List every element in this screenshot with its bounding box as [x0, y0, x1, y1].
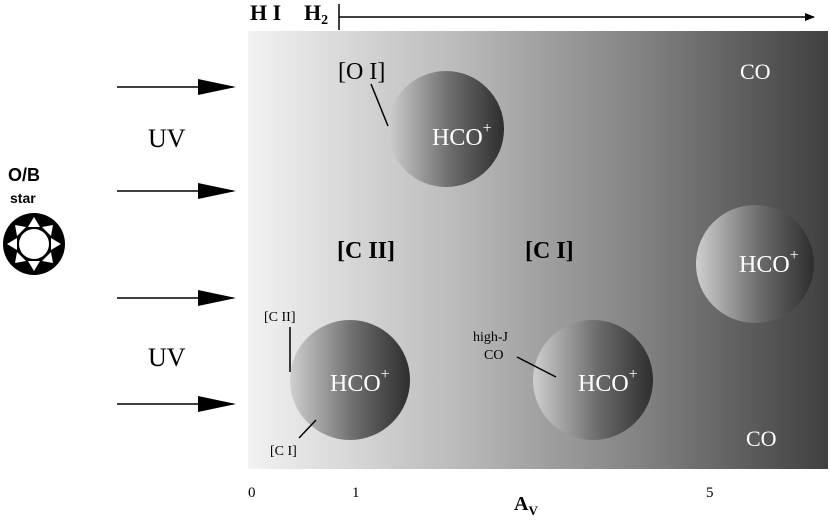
star-name: O/B [8, 165, 40, 185]
uv-arrowhead [198, 396, 236, 412]
hco-plus: + [629, 366, 638, 383]
hco-clump-2: HCO+ [696, 205, 814, 323]
hco-clump-4: HCO+ [533, 320, 653, 440]
hco-plus: + [381, 366, 390, 383]
cii-label: [C II] [337, 238, 395, 264]
co-label-bottom: CO [746, 426, 777, 451]
uv-label-bottom: UV [148, 343, 186, 372]
hco-clump-3: HCO+ [290, 320, 410, 440]
hco-clump-label: HCO+ [432, 120, 492, 151]
uv-label-top: UV [148, 124, 186, 153]
high-j-label-line2: CO [484, 348, 503, 363]
uv-arrowhead [198, 79, 236, 95]
ci-label: [C I] [525, 238, 574, 264]
uv-arrowhead [198, 183, 236, 199]
ci-pointer [298, 419, 317, 439]
uv-arrows [117, 79, 236, 412]
hco-plus: + [790, 247, 799, 264]
hco-plus: + [483, 120, 492, 137]
axis-tick-5: 5 [706, 485, 714, 501]
hi-label: H I [250, 0, 281, 25]
hco-clump-label: HCO+ [330, 366, 390, 397]
star-icon [3, 213, 65, 275]
co-label-top: CO [740, 59, 771, 84]
hco-clump-1: HCO+ [388, 71, 504, 187]
uv-arrowhead [198, 290, 236, 306]
high-j-label-line1: high-J [473, 330, 509, 345]
hco-clump-label: HCO+ [578, 366, 638, 397]
oi-pointer [370, 83, 389, 127]
axis-title: AV [514, 493, 538, 518]
high-j-pointer [516, 356, 557, 378]
hco-clump-label: HCO+ [739, 247, 799, 278]
star-sub: star [10, 190, 36, 206]
axis-tick-1: 1 [352, 485, 360, 501]
axis-title-subscript: V [528, 503, 538, 518]
h2-subscript: 2 [321, 13, 328, 28]
axis-tick-0: 0 [248, 485, 256, 501]
cii-small-label: [C II] [264, 310, 296, 325]
ci-small-label: [C I] [270, 444, 297, 459]
h2-label: H2 [304, 0, 328, 28]
oi-label: [O I] [338, 59, 385, 85]
